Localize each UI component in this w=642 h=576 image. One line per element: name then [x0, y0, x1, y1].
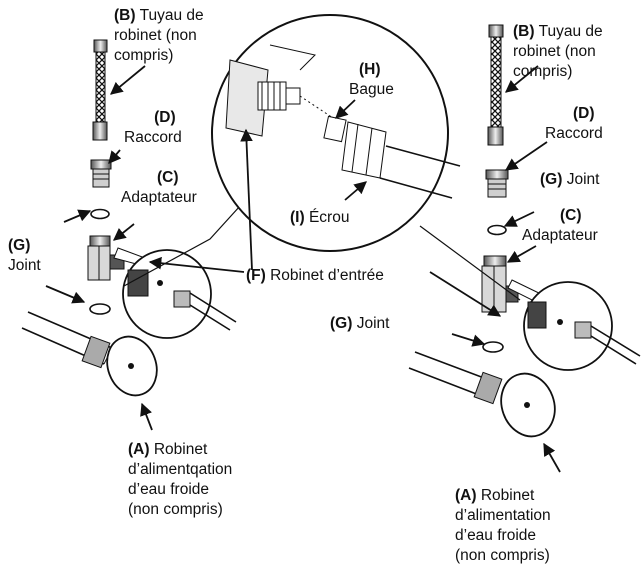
right-gasket-mid [482, 341, 504, 353]
right-zoom-circle [523, 281, 641, 371]
label-d-right: (D) Raccord [545, 105, 603, 142]
label-i: (I) Écrou [290, 209, 350, 226]
center-zoom-circle [211, 14, 461, 252]
label-h: (H) Bague [349, 61, 394, 98]
label-d-left: (D) Raccord [124, 109, 182, 146]
right-fitting [485, 169, 509, 198]
left-gasket-bottom [89, 303, 111, 315]
label-g-right-mid: (G) Joint [330, 315, 390, 332]
right-gasket-top [487, 224, 507, 236]
right-hose [487, 24, 504, 146]
label-c-left: (C) Adaptateur [121, 169, 197, 206]
label-g-left: (G) Joint [8, 237, 41, 274]
right-supply-valve [408, 351, 556, 438]
label-f: (F) Robinet d’entrée [246, 267, 384, 284]
left-gasket-top [90, 208, 110, 220]
left-fitting [90, 159, 112, 188]
left-zoom-circle [122, 194, 251, 339]
label-c-right: (C) Adaptateur [522, 207, 598, 244]
label-a-right: (A) Robinet d’alimentation d’eau froide … [455, 487, 551, 564]
left-adapter [87, 235, 111, 281]
left-supply-valve [21, 311, 158, 397]
left-hose [92, 39, 108, 141]
label-b-left: (B) Tuyau de robinet (non compris) [114, 7, 204, 64]
label-b-right: (B) Tuyau de robinet (non compris) [513, 23, 603, 80]
leader-arrows [45, 65, 561, 473]
label-g-right-top: (G) Joint [540, 171, 600, 188]
label-a-left: (A) Robinet d’alimentqation d’eau froide… [128, 441, 233, 518]
